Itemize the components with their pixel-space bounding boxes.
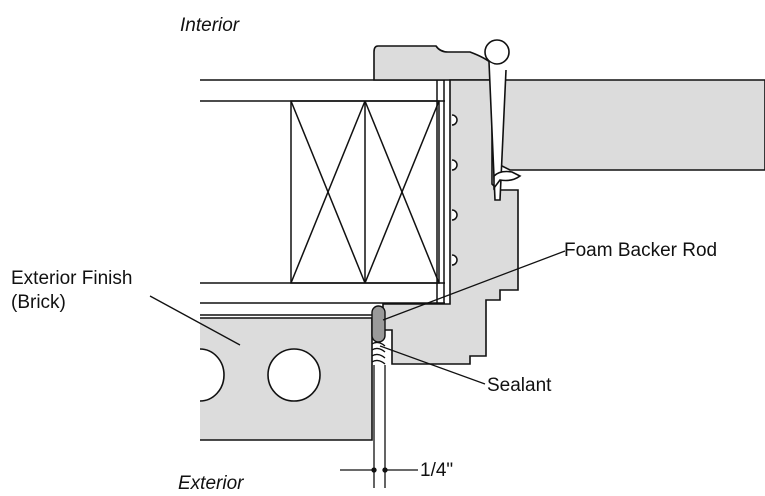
window-sash: [497, 79, 765, 171]
sealant-label: Sealant: [487, 375, 552, 396]
exterior-label: Exterior: [178, 473, 244, 494]
nailing-clip: [484, 39, 522, 201]
frame-grooves: [451, 114, 458, 266]
foam-backer-rod-label: Foam Backer Rod: [564, 240, 717, 261]
gap-dimension: [340, 365, 418, 488]
wall-framing: [200, 79, 445, 316]
leader-lines: [149, 250, 566, 385]
brick-core-hole: [267, 348, 321, 402]
brick-label: (Brick): [11, 292, 66, 313]
interior-trim: [373, 45, 493, 81]
interior-label: Interior: [180, 15, 240, 36]
brick-core-hole-partial: [199, 348, 225, 402]
foam-backer-rod: [371, 305, 386, 343]
exterior-finish-label: Exterior Finish: [11, 268, 132, 289]
gap-dimension-label: 1/4": [420, 460, 453, 481]
sealant-bead: [371, 341, 386, 365]
